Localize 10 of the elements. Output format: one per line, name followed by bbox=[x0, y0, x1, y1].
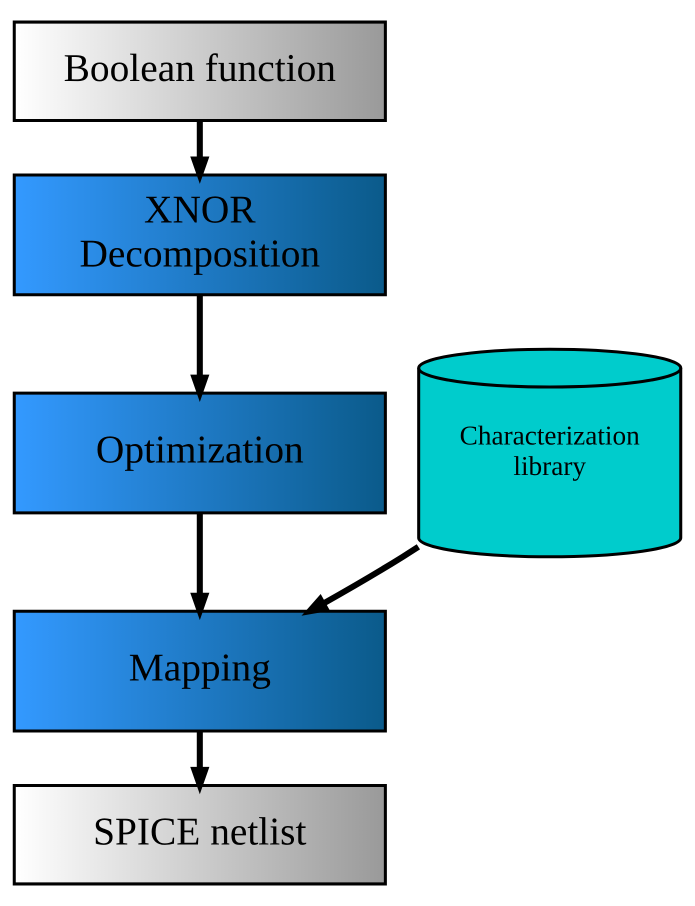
arrow bbox=[190, 731, 210, 794]
arrow bbox=[190, 295, 210, 402]
node-box: XNOR Decomposition bbox=[12, 174, 387, 296]
arrow bbox=[190, 513, 210, 620]
node-box: Optimization bbox=[12, 392, 387, 514]
arrow bbox=[301, 544, 420, 616]
node-box: Mapping bbox=[12, 610, 387, 732]
arrow bbox=[190, 120, 210, 184]
node-box: Boolean function bbox=[12, 20, 387, 122]
node-box: SPICE netlist bbox=[12, 784, 387, 886]
